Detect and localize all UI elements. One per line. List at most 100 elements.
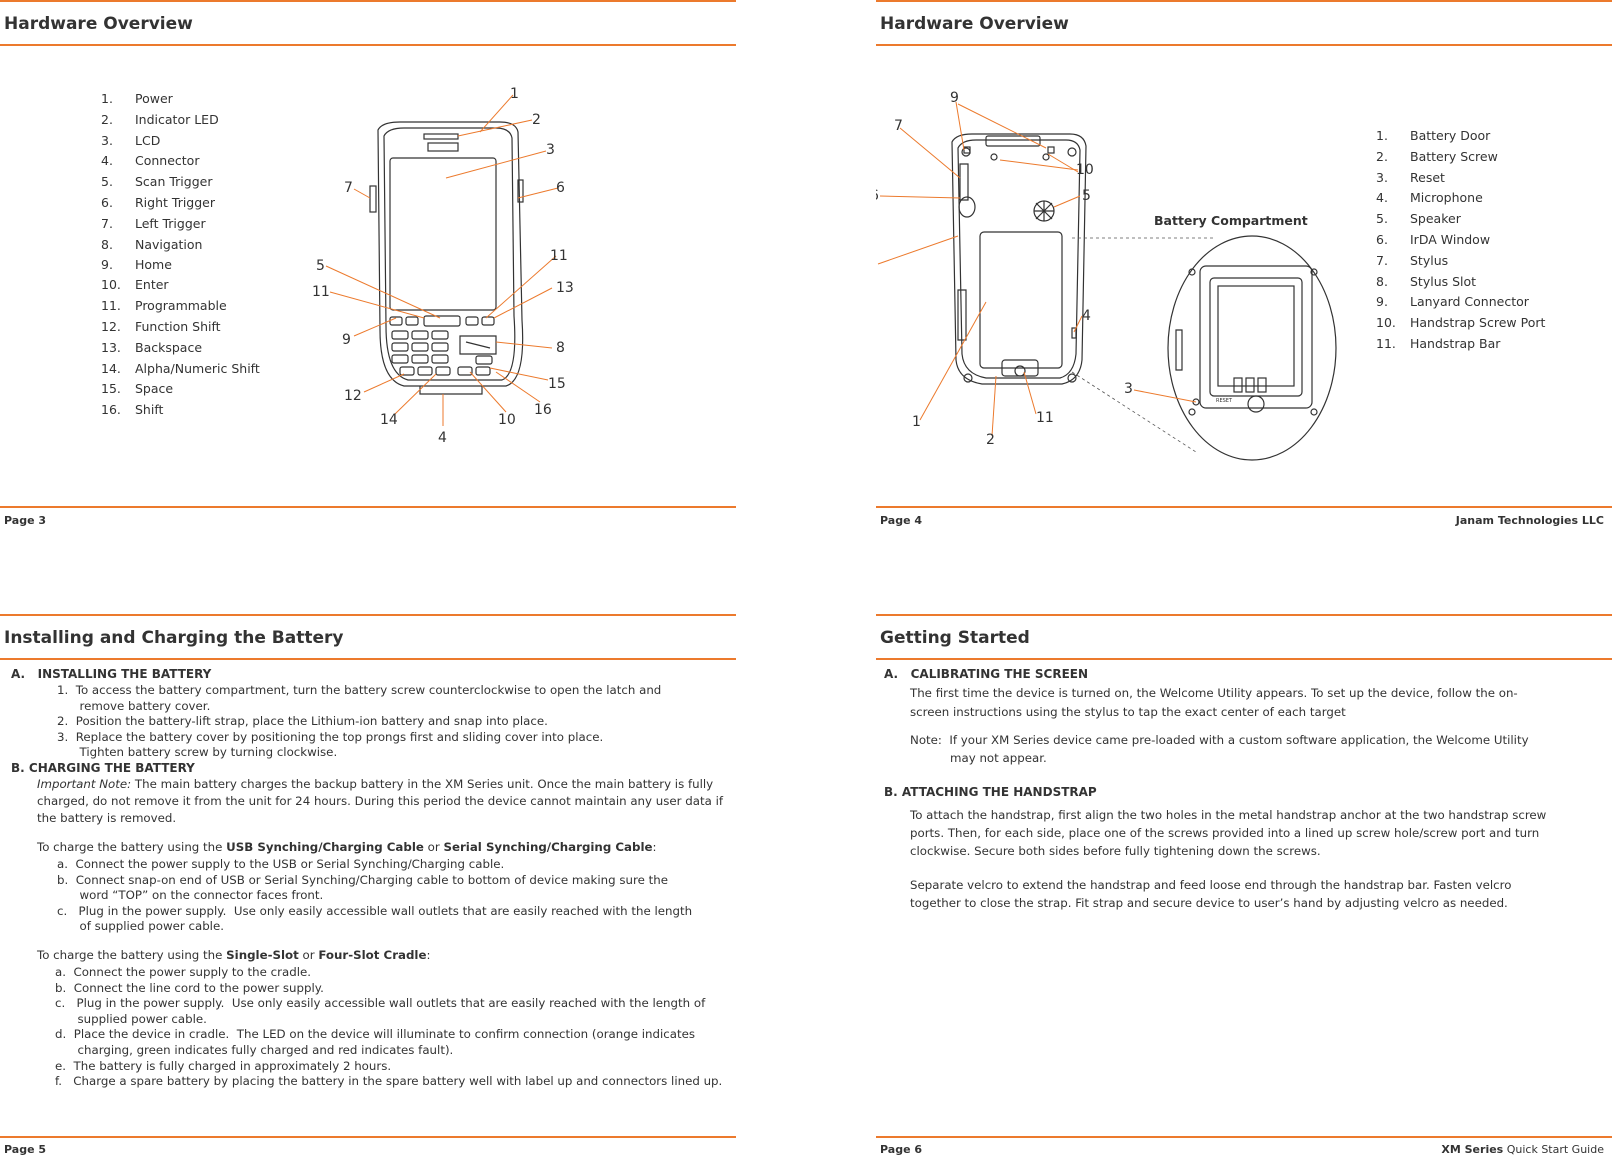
page-title: Hardware Overview [4, 14, 193, 34]
page-number: Page 4 [880, 514, 923, 527]
list-item: charging, green indicates fully charged … [55, 1042, 454, 1057]
list-item: 5.Speaker [1376, 211, 1461, 227]
device-front-diagram: 1 2 3 6 7 5 11 11 13 9 8 12 15 14 16 10 … [312, 86, 574, 446]
top-rule [0, 0, 736, 2]
callout-3: 3 [546, 142, 555, 158]
callout-1: 1 [510, 86, 519, 102]
list-item: e. The battery is fully charged in appro… [55, 1058, 392, 1073]
list-item: 8.Stylus Slot [1376, 273, 1477, 289]
list-item: 9.Home [101, 257, 172, 273]
callout-8: 8 [556, 340, 565, 356]
important-note: Important Note: The main battery charges… [37, 777, 723, 825]
charging-section: B. CHARGING THE BATTERY Important Note: … [11, 760, 733, 1090]
component-list: 1.Power 2.Indicator LED 3.LCD 4.Connecto… [101, 91, 260, 423]
note-line: Note: If your XM Series device came pre-… [910, 733, 1529, 747]
list-item: b. Connect snap-on end of USB or Serial … [57, 872, 668, 887]
footer-rule [876, 506, 1612, 508]
title-rule [876, 44, 1612, 46]
page-title: Hardware Overview [880, 14, 1069, 34]
list-item: 12.Function Shift [101, 318, 221, 334]
page-number: Page 5 [4, 1143, 47, 1156]
callout-10: 10 [498, 412, 516, 428]
note-line: may not appear. [950, 751, 1047, 765]
page-3: Hardware Overview 1.Power 2.Indicator LE… [0, 0, 736, 530]
list-item: 1. To access the battery compartment, tu… [57, 683, 662, 697]
callout-3: 3 [1124, 381, 1133, 397]
section-heading: B. CHARGING THE BATTERY [11, 761, 195, 775]
device-back-diagram: 9 7 10 6 5 8 4 3 1 11 2 RESET Battery Co… [876, 90, 1337, 461]
callout-5: 5 [316, 258, 325, 274]
callout-11-right: 11 [550, 248, 568, 264]
callout-4: 4 [438, 430, 447, 446]
list-item: Tighten battery screw by turning clockwi… [57, 745, 338, 759]
list-item: 1.Power [101, 91, 173, 106]
list-item: 7.Stylus [1376, 252, 1449, 268]
callout-11: 11 [312, 284, 330, 300]
list-item: 2.Indicator LED [101, 111, 219, 127]
top-rule [876, 0, 1612, 2]
list-item: c. Plug in the power supply. Use only ea… [57, 903, 693, 918]
callout-1: 1 [912, 414, 921, 430]
list-item: f. Charge a spare battery by placing the… [55, 1074, 723, 1089]
compartment-label: Battery Compartment [1154, 213, 1308, 228]
callout-13: 13 [556, 280, 574, 296]
section-heading: B. ATTACHING THE HANDSTRAP [884, 785, 1097, 799]
top-rule [876, 614, 1612, 616]
calibrating-section: A. CALIBRATING THE SCREEN The first time… [884, 666, 1564, 766]
installing-section: A. INSTALLING THE BATTERY 1. To access t… [11, 666, 733, 761]
top-rule [0, 614, 736, 616]
section-heading: A. INSTALLING THE BATTERY [11, 667, 212, 681]
footer-rule [876, 1136, 1612, 1138]
list-item: b. Connect the line cord to the power su… [55, 980, 324, 995]
callout-2: 2 [532, 112, 541, 128]
list-item: 4.Microphone [1376, 190, 1483, 206]
list-item: 2.Battery Screw [1376, 148, 1498, 164]
list-item: 15.Space [101, 381, 174, 397]
callout-7: 7 [894, 118, 903, 134]
list-item: 10.Handstrap Screw Port [1376, 315, 1546, 331]
list-item: 8.Navigation [101, 236, 203, 252]
guide-name: XM Series Quick Start Guide [1441, 1143, 1604, 1156]
usb-intro: To charge the battery using the USB Sync… [37, 840, 657, 854]
list-item: 16.Shift [101, 402, 164, 418]
list-item: 6.IrDA Window [1376, 231, 1491, 247]
company-name: Janam Technologies LLC [1455, 514, 1604, 527]
callout-16: 16 [534, 402, 552, 418]
list-item: d. Place the device in cradle. The LED o… [55, 1027, 696, 1042]
page-title: Getting Started [880, 628, 1030, 648]
component-list: 1.Battery Door 2.Battery Screw 3.Reset 4… [1376, 128, 1545, 357]
title-rule [0, 658, 736, 660]
footer-rule [0, 506, 736, 508]
reset-label: RESET [1216, 398, 1233, 404]
callout-7: 7 [344, 180, 353, 196]
list-item: 7.Left Trigger [101, 215, 206, 231]
page-6: Getting Started A. CALIBRATING THE SCREE… [876, 614, 1612, 1156]
list-item: 9.Lanyard Connector [1376, 294, 1529, 310]
handstrap-text: Separate velcro to extend the handstrap … [910, 878, 1512, 910]
list-item: 5.Scan Trigger [101, 174, 213, 190]
list-item: 4.Connector [101, 153, 200, 169]
list-item: 11.Programmable [101, 298, 227, 314]
callout-14: 14 [380, 412, 398, 428]
page-number: Page 3 [4, 514, 47, 527]
list-item: word “TOP” on the connector faces front. [57, 888, 324, 903]
page-5: Installing and Charging the Battery A. I… [0, 614, 736, 1156]
footer-rule [0, 1136, 736, 1138]
page-number: Page 6 [880, 1143, 923, 1156]
callout-11: 11 [1036, 410, 1054, 426]
cradle-intro: To charge the battery using the Single-S… [37, 947, 431, 962]
list-item: of supplied power cable. [57, 919, 224, 934]
list-item: 11.Handstrap Bar [1376, 335, 1501, 351]
section-heading: A. CALIBRATING THE SCREEN [884, 667, 1088, 681]
list-item: supplied power cable. [55, 1011, 207, 1026]
calibration-text: The first time the device is turned on, … [910, 686, 1518, 719]
handstrap-text: To attach the handstrap, first align the… [910, 808, 1547, 858]
list-item: a. Connect the power supply to the cradl… [55, 964, 311, 979]
list-item: 3.Reset [1376, 169, 1445, 185]
list-item: remove battery cover. [57, 698, 211, 713]
callout-2: 2 [986, 432, 995, 448]
page-title: Installing and Charging the Battery [4, 628, 344, 648]
list-item: 2. Position the battery-lift strap, plac… [57, 714, 548, 728]
list-item: 1.Battery Door [1376, 128, 1491, 143]
list-item: 6.Right Trigger [101, 194, 215, 210]
